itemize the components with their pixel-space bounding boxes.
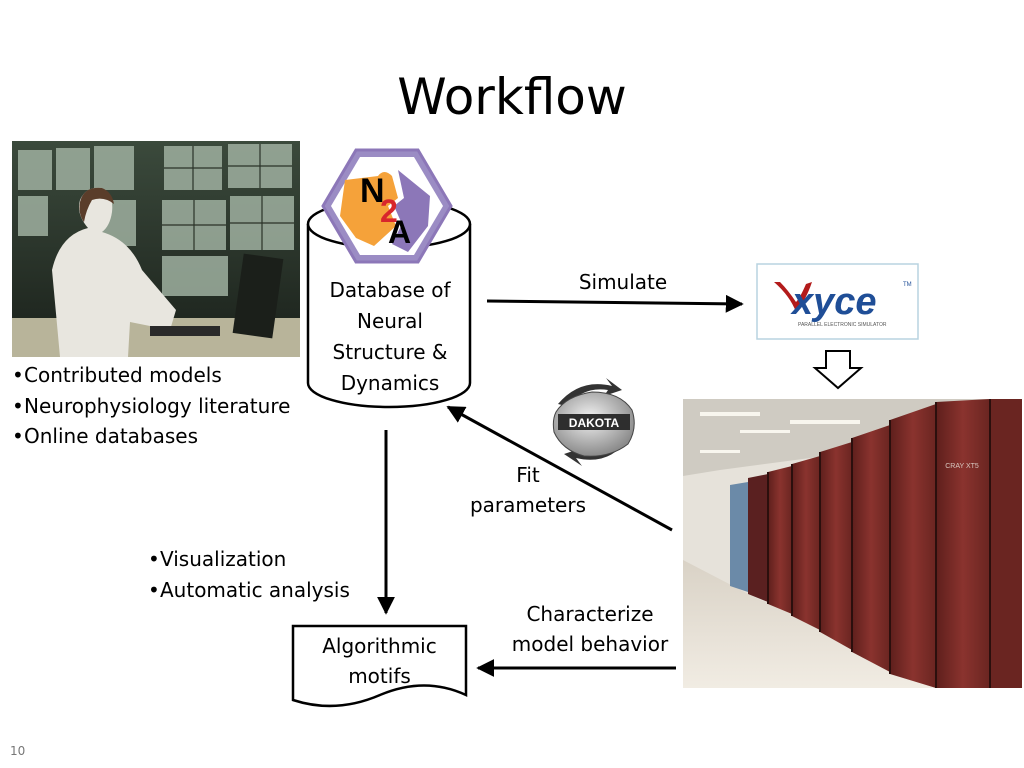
database-label-line: Database of <box>329 278 451 302</box>
supercomputer-photo: CRAY XT5 <box>683 399 1022 688</box>
dakota-wordmark: DAKOTA <box>569 416 620 430</box>
dakota-orbit-top <box>558 378 622 406</box>
researcher-photo <box>12 141 300 357</box>
motifs-document-shape <box>291 624 468 708</box>
ceiling-lights <box>700 412 860 453</box>
fit-parameters-line: Fit <box>516 463 540 487</box>
xyce-tagline: PARALLEL ELECTRONIC SIMULATOR <box>798 322 887 328</box>
motifs-label: Algorithmic motifs <box>293 631 466 691</box>
n2a-letter-n: N <box>360 172 385 210</box>
xyce-wordmark: xyce <box>790 281 877 323</box>
source-item: Online databases <box>12 421 290 452</box>
n2a-puzzle-purple <box>392 170 430 252</box>
motifs-label-line: Algorithmic <box>322 634 437 658</box>
hollow-down-arrow-icon <box>812 350 864 390</box>
fit-parameters-arrow <box>446 405 673 532</box>
n2a-letter-a: A <box>388 214 411 250</box>
source-item: Neurophysiology literature <box>12 391 290 422</box>
source-item: Contributed models <box>12 360 290 391</box>
characterize-line: Characterize <box>526 602 654 626</box>
server-cabinets <box>730 399 1022 688</box>
source-list: Contributed models Neurophysiology liter… <box>12 360 290 452</box>
database-label-line: Structure & <box>332 340 448 364</box>
keyboard <box>150 326 220 336</box>
characterize-line: model behavior <box>511 632 669 656</box>
slide-number: 10 <box>10 744 26 758</box>
cabinet-label: CRAY XT5 <box>945 463 979 470</box>
simulate-arrow <box>486 294 744 313</box>
xyce-swoosh <box>774 282 812 312</box>
cabinet-seams <box>767 399 991 688</box>
database-label-line: Neural <box>357 309 423 333</box>
output-list: Visualization Automatic analysis <box>148 544 350 605</box>
output-item: Visualization <box>148 544 350 575</box>
n2a-puzzle-orange <box>340 172 398 246</box>
researcher-hair <box>79 187 114 222</box>
database-label-line: Dynamics <box>340 371 440 395</box>
researcher-figure <box>52 187 176 357</box>
floor <box>683 560 1022 688</box>
fit-parameters-label: Fit parameters <box>458 460 598 520</box>
motifs-label-line: motifs <box>348 664 411 688</box>
xyce-logo: xyce TM PARALLEL ELECTRONIC SIMULATOR <box>756 263 919 340</box>
n2a-letter-2: 2 <box>380 193 398 229</box>
output-item: Automatic analysis <box>148 575 350 606</box>
fit-parameters-line: parameters <box>469 493 586 517</box>
slide-title: Workflow <box>397 68 627 126</box>
xyce-trademark: TM <box>903 282 912 288</box>
characterize-label: Characterize model behavior <box>500 599 680 659</box>
database-label: Database of Neural Structure & Dynamics <box>309 275 471 399</box>
simulate-label: Simulate <box>578 270 668 294</box>
n2a-logo: N 2 A <box>321 148 453 264</box>
dakota-logo: DAKOTA <box>552 378 635 466</box>
scan-grid-lines <box>162 144 294 250</box>
workstation-monitor <box>232 253 284 339</box>
